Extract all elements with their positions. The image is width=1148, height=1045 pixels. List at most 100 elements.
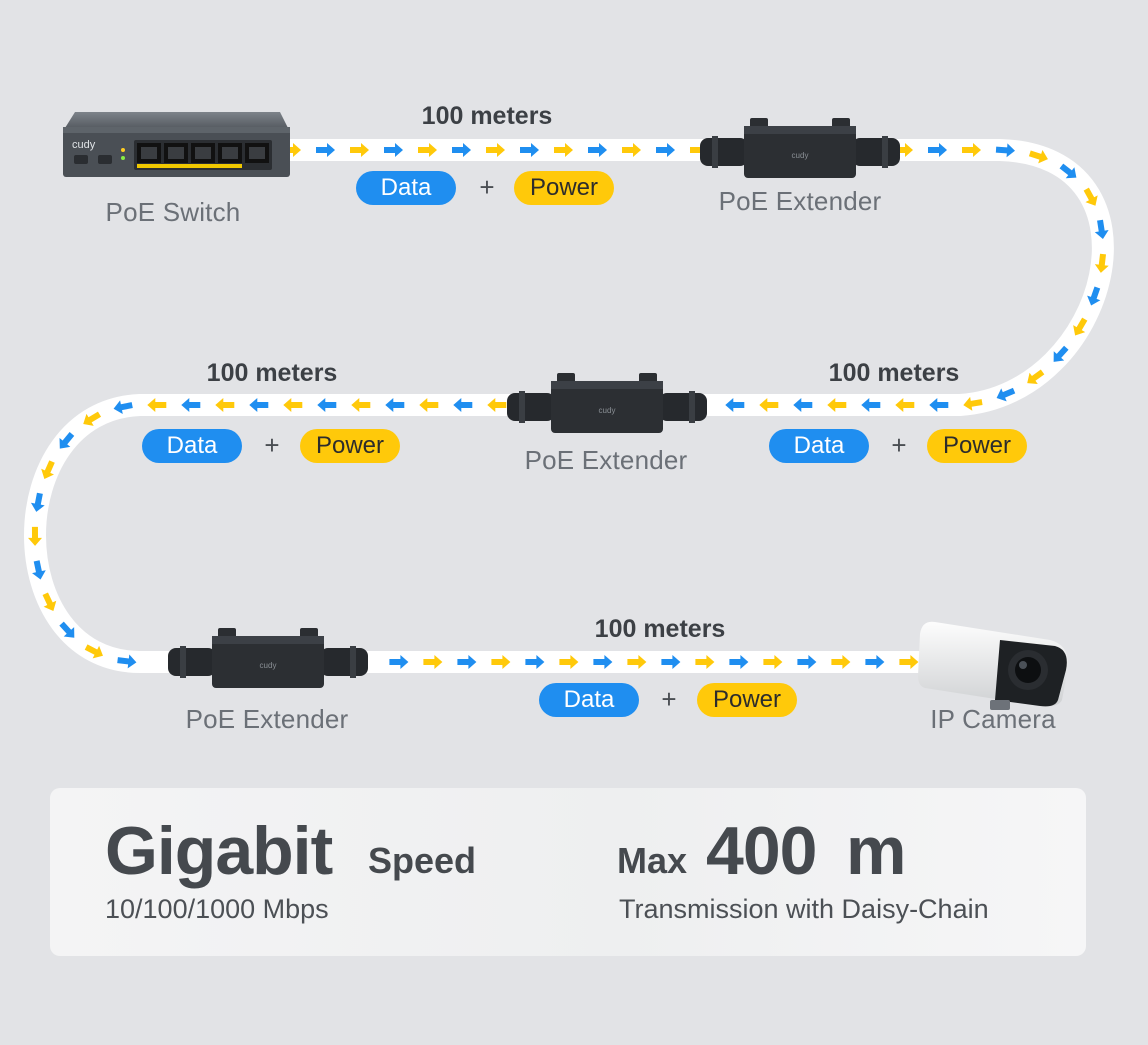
max-distance-unit: m bbox=[846, 813, 907, 889]
speed-subtitle: 10/100/1000 Mbps bbox=[105, 894, 329, 924]
segment-1-plus: + bbox=[479, 172, 495, 202]
segment-4-power-badge: Power bbox=[697, 683, 797, 717]
poe-extender-icon: cudy bbox=[700, 118, 900, 178]
segment-3-power-badge: Power bbox=[300, 429, 400, 463]
power-flow-arrow bbox=[759, 398, 779, 412]
max-distance-value: 400 bbox=[706, 813, 817, 889]
data-flow-arrow bbox=[661, 655, 681, 669]
data-flow-arrow bbox=[317, 398, 337, 412]
power-flow-arrow bbox=[84, 644, 103, 659]
power-flow-arrow bbox=[419, 398, 439, 412]
data-flow-arrow bbox=[249, 398, 269, 412]
data-flow-arrow bbox=[59, 621, 75, 638]
power-flow-arrow bbox=[486, 143, 505, 157]
data-flow-arrow bbox=[861, 398, 881, 412]
data-flow-arrow bbox=[389, 655, 409, 669]
data-flow-arrow bbox=[113, 400, 133, 415]
power-flow-arrow bbox=[831, 655, 851, 669]
data-flow-arrow bbox=[30, 492, 45, 512]
power-flow-arrow bbox=[763, 655, 783, 669]
speed-word: Speed bbox=[368, 840, 477, 881]
power-flow-arrow bbox=[283, 398, 303, 412]
power-flow-arrow bbox=[559, 655, 579, 669]
power-flow-arrow bbox=[1027, 369, 1045, 385]
data-flow-arrow bbox=[181, 398, 201, 412]
power-flow-arrow bbox=[491, 655, 511, 669]
poe-extender-icon: cudy bbox=[507, 373, 707, 433]
power-flow-arrow bbox=[487, 398, 507, 412]
power-flow-arrow bbox=[423, 655, 443, 669]
segment-3-distance: 100 meters bbox=[206, 359, 338, 387]
data-flow-arrow bbox=[316, 143, 335, 157]
segment-2-distance: 100 meters bbox=[828, 359, 960, 387]
segment-2-power-badge: Power bbox=[927, 429, 1027, 463]
segment-1-power-badge: Power bbox=[514, 171, 614, 205]
data-flow-arrow bbox=[457, 655, 477, 669]
power-flow-arrow bbox=[351, 398, 371, 412]
speed-headline: Gigabit bbox=[105, 813, 333, 889]
power-flow-arrow bbox=[215, 398, 235, 412]
poe-extender-3-label: PoE Extender bbox=[185, 704, 349, 734]
data-flow-arrow bbox=[1059, 163, 1077, 179]
power-flow-arrow bbox=[28, 526, 43, 546]
data-flow-arrow bbox=[593, 655, 613, 669]
data-flow-arrow bbox=[453, 398, 473, 412]
data-flow-arrow bbox=[928, 143, 947, 157]
power-flow-arrow bbox=[894, 143, 913, 157]
data-flow-arrow bbox=[59, 432, 75, 449]
data-flow-arrow bbox=[797, 655, 817, 669]
poe-extender-1-label: PoE Extender bbox=[718, 186, 882, 216]
power-flow-arrow bbox=[1073, 317, 1088, 336]
extender-brand-text: cudy bbox=[599, 406, 616, 415]
segment-4-plus: + bbox=[661, 684, 677, 714]
power-flow-arrow bbox=[622, 143, 641, 157]
data-flow-arrow bbox=[729, 655, 749, 669]
power-flow-arrow bbox=[42, 592, 57, 611]
power-flow-arrow bbox=[1094, 253, 1109, 273]
segment-3-plus: + bbox=[264, 430, 280, 460]
power-flow-arrow bbox=[899, 655, 919, 669]
data-flow-arrow bbox=[865, 655, 885, 669]
segment-2-data-badge: Data bbox=[769, 429, 869, 463]
segment-4-data-badge: Data bbox=[539, 683, 639, 717]
power-flow-arrow bbox=[963, 396, 983, 411]
segment-4-distance: 100 meters bbox=[594, 615, 726, 643]
power-flow-arrow bbox=[962, 143, 981, 157]
data-flow-arrow bbox=[656, 143, 675, 157]
power-flow-arrow bbox=[1083, 187, 1098, 206]
data-flow-arrow bbox=[32, 560, 46, 580]
power-flow-arrow bbox=[1028, 150, 1048, 164]
poe-extender-icon: cudy bbox=[168, 628, 368, 688]
extender-brand-text: cudy bbox=[260, 661, 277, 670]
power-flow-arrow bbox=[895, 398, 915, 412]
data-flow-arrow bbox=[525, 655, 545, 669]
ip-camera-icon bbox=[918, 621, 1069, 710]
power-flow-arrow bbox=[827, 398, 847, 412]
power-flow-arrow bbox=[282, 143, 301, 157]
data-flow-arrow bbox=[452, 143, 471, 157]
data-flow-arrow bbox=[520, 143, 539, 157]
power-flow-arrow bbox=[554, 143, 573, 157]
poe-switch-label: PoE Switch bbox=[105, 197, 241, 227]
extender-brand-text: cudy bbox=[792, 151, 809, 160]
data-flow-arrow bbox=[1053, 345, 1069, 362]
data-flow-arrow bbox=[1087, 286, 1101, 306]
segment-1-distance: 100 meters bbox=[421, 102, 553, 130]
data-flow-arrow bbox=[1094, 219, 1109, 239]
power-flow-arrow bbox=[83, 411, 102, 426]
data-flow-arrow bbox=[793, 398, 813, 412]
max-subtitle: Transmission with Daisy-Chain bbox=[619, 894, 989, 924]
power-flow-arrow bbox=[418, 143, 437, 157]
segment-2-plus: + bbox=[891, 430, 907, 460]
power-flow-arrow bbox=[350, 143, 369, 157]
poe-extender-2-label: PoE Extender bbox=[524, 445, 688, 475]
data-flow-arrow bbox=[117, 654, 137, 669]
power-flow-arrow bbox=[627, 655, 647, 669]
data-flow-arrow bbox=[929, 398, 949, 412]
poe-switch-icon: cudy bbox=[63, 112, 290, 177]
spec-card: Gigabit Speed 10/100/1000 Mbps Max 400 m… bbox=[50, 788, 1086, 956]
data-flow-arrow bbox=[995, 143, 1015, 158]
power-flow-arrow bbox=[41, 460, 55, 479]
